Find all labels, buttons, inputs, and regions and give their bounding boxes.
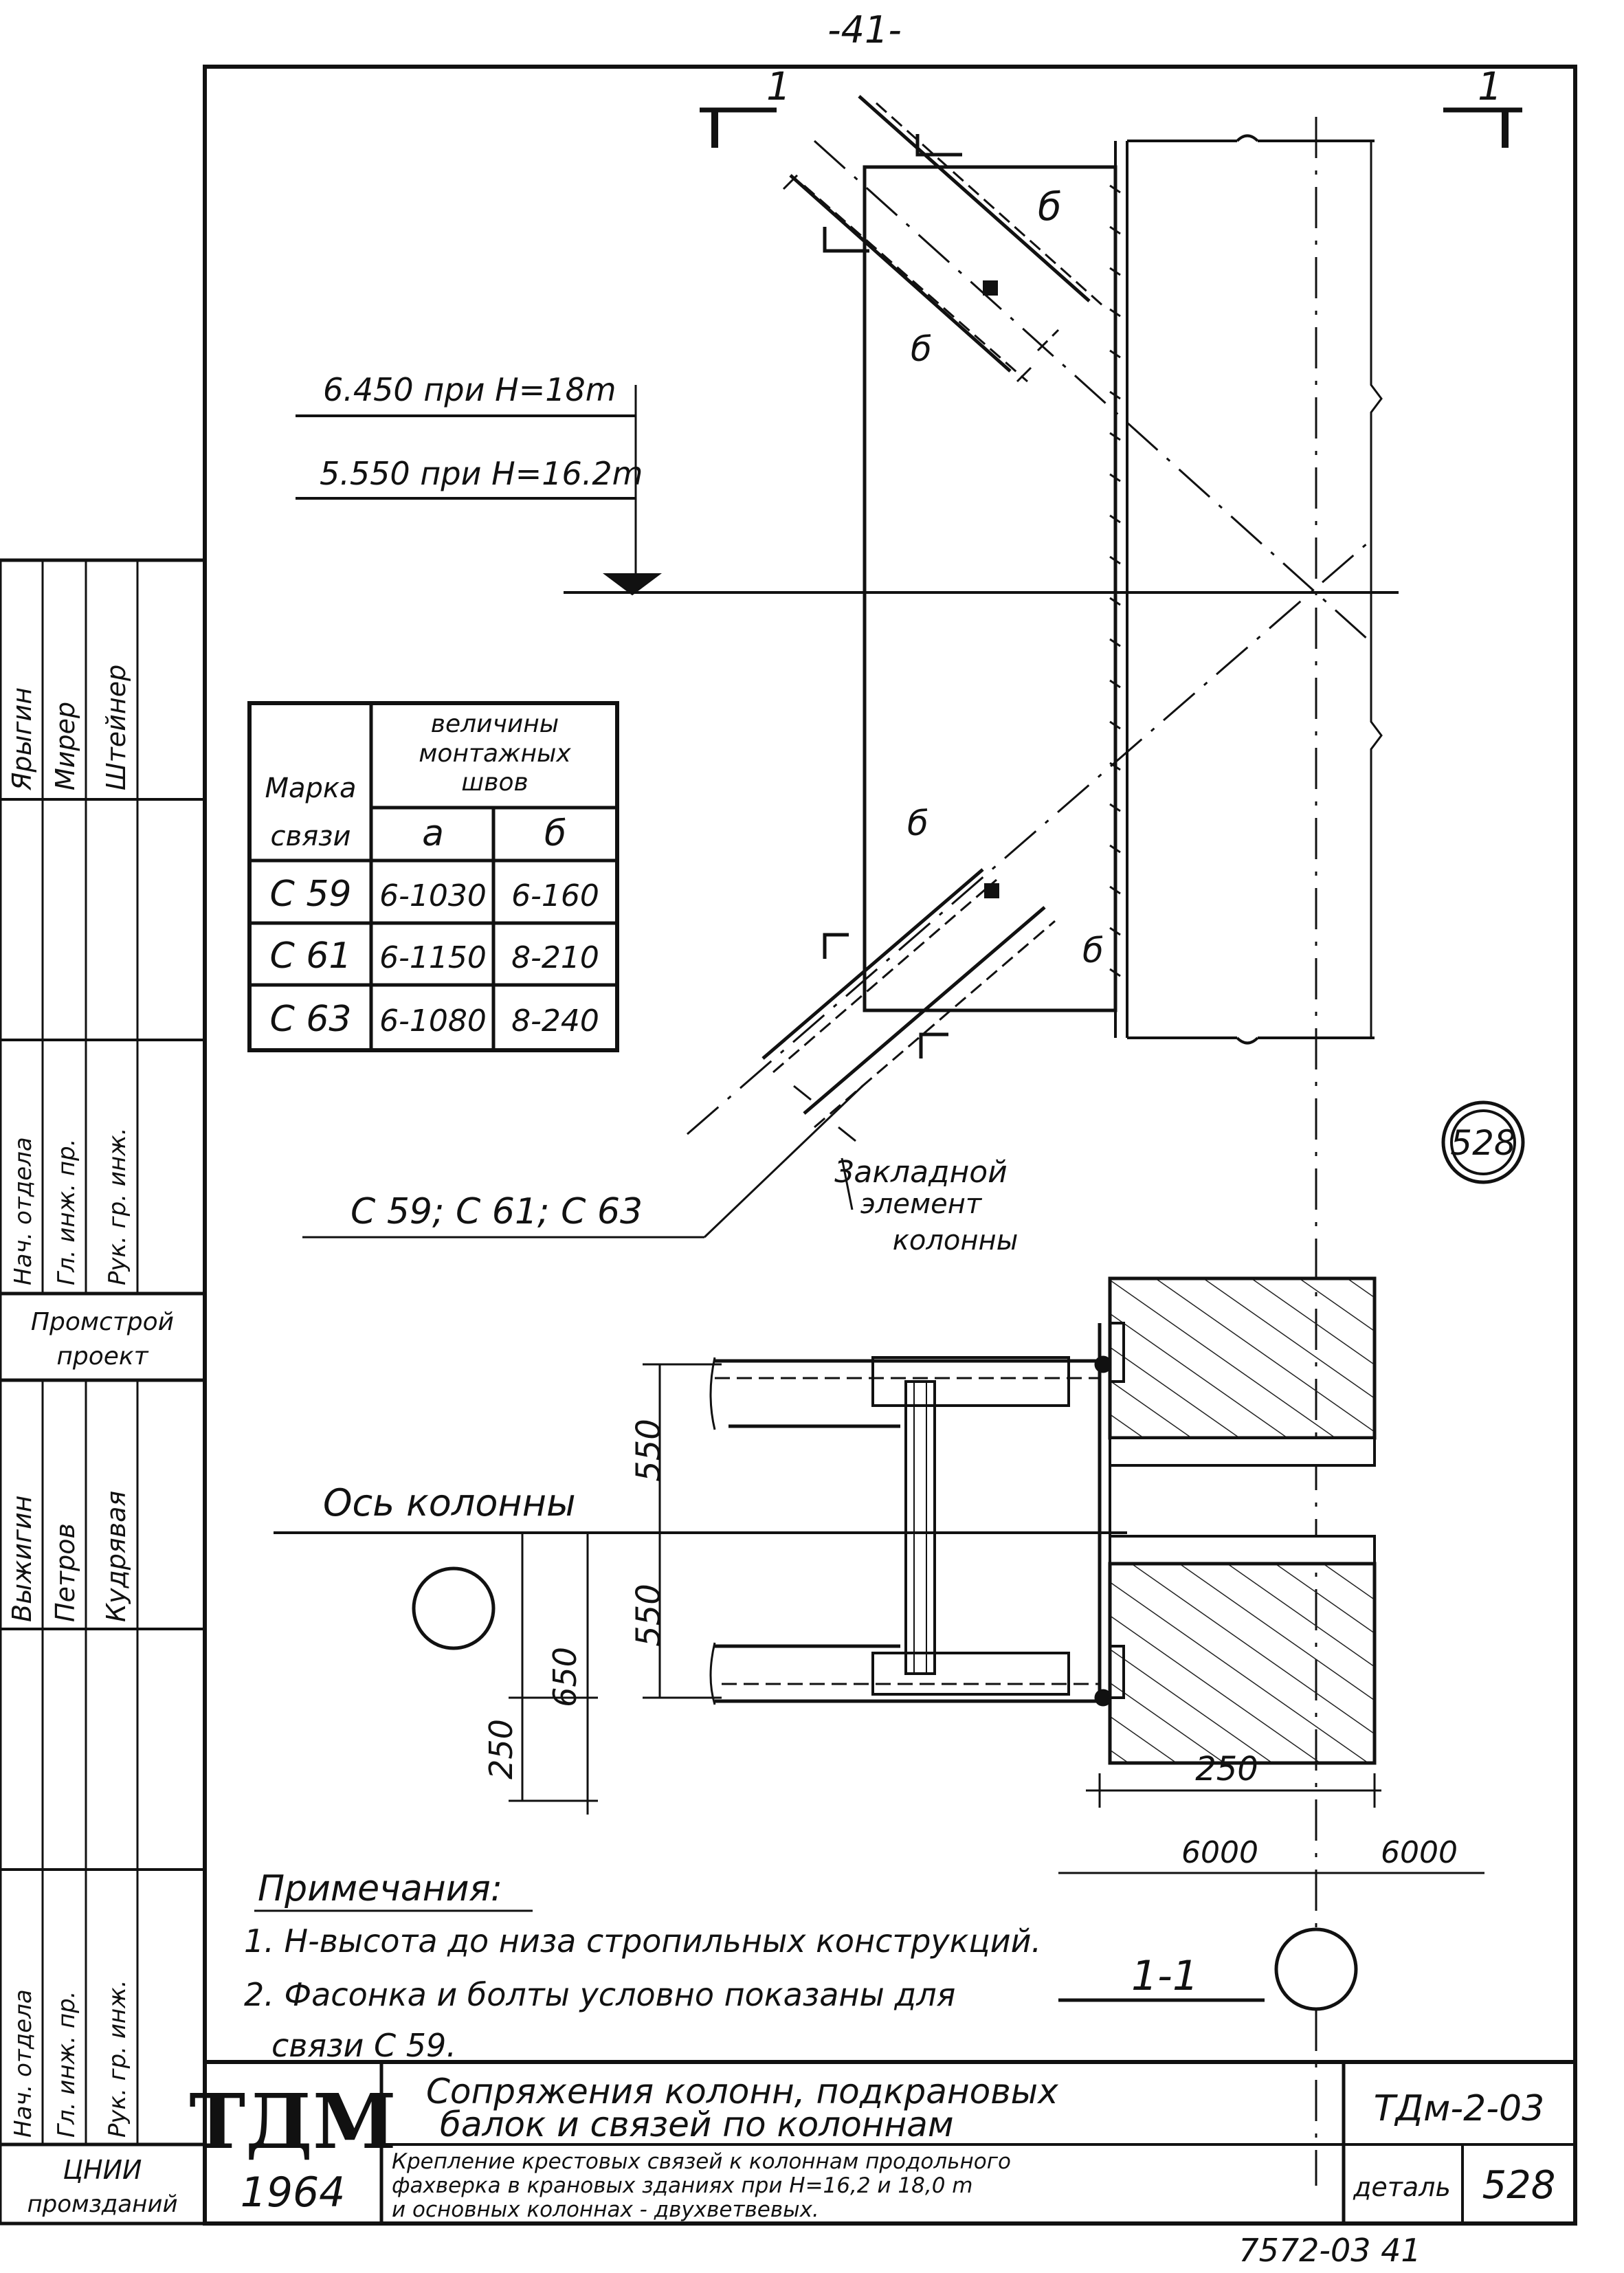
stamp-name-4: Выжигин (7, 1495, 37, 1622)
embedded-element-l2: элемент (860, 1188, 983, 1220)
weld-symbol-b-lower2: б (1082, 931, 1104, 971)
weld-table (247, 701, 619, 1052)
weld-symbol-b-upper: б (1038, 185, 1062, 230)
note-2a: 2. Фасонка и болты условно показаны для (244, 1976, 955, 2013)
notes-title: Примечания: (258, 1868, 502, 1909)
stamp-role-5: Гл. инж. пр. (53, 1991, 80, 2138)
stamp-name-2: Мирер (50, 702, 80, 790)
table-header-values-l2: монтажных (419, 740, 571, 768)
table-header-mark2: связи (271, 821, 351, 852)
axis-circle-bottom (1274, 1927, 1358, 2011)
section-1-1 (254, 1276, 1484, 2002)
elevation-label-2: 5.550 при H=16.2m (320, 455, 643, 492)
table-row-mark: C 59 (269, 874, 351, 915)
stamp-name-3: Штейнер (101, 665, 131, 790)
title-detail-label: деталь (1353, 2172, 1451, 2202)
section-mark-left: 1 (766, 65, 791, 109)
dim-6000-left: 6000 (1181, 1835, 1258, 1870)
table-header-values-l3: швов (461, 768, 528, 797)
title-code: ТДм-2-03 (1374, 2088, 1544, 2129)
table-col-b: б (544, 813, 566, 854)
table-row-mark: C 61 (269, 935, 351, 977)
upper-brace-detail (296, 95, 1522, 2186)
column-axis-label: Ось колонны (323, 1481, 576, 1524)
elevation-label-1: 6.450 при H=18m (323, 371, 616, 408)
stamp-role-1: Нач. отдела (10, 1137, 37, 1285)
brace-label: C 59; C 61; C 63 (351, 1191, 643, 1232)
stamp-institute-l2: промзданий (27, 2191, 177, 2218)
weld-symbol-b-upper2: б (911, 329, 932, 369)
dim-650: 650 (546, 1647, 583, 1707)
stamp-role-3: Рук. гр. инж. (104, 1127, 131, 1285)
footer-number: 7572-03 41 (1238, 2232, 1421, 2269)
stamp-institute-l1: ЦНИИ (63, 2155, 142, 2185)
table-row-b: 8-210 (511, 940, 599, 975)
stamp-dept-l1: Промстрой (31, 1308, 174, 1336)
lower-node (984, 883, 999, 898)
table-header-mark: Марка (265, 773, 356, 804)
subtitle-line-1: Крепление крестовых связей к колоннам пр… (392, 2149, 1011, 2174)
stamp-name-1: Ярыгин (7, 687, 37, 791)
stamp-name-5: Петров (50, 1523, 80, 1622)
note-2b: связи C 59. (271, 2027, 456, 2064)
stamp-role-6: Рук. гр. инж. (104, 1980, 131, 2138)
table-row-a: 6-1030 (379, 878, 487, 913)
table-row-b: 8-240 (511, 1004, 599, 1039)
embedded-element-l1: Закладной (834, 1155, 1008, 1190)
title-block (205, 2060, 1575, 2224)
table-row-a: 6-1080 (379, 1004, 487, 1039)
left-stamp (0, 558, 207, 2226)
title-detail-number: 528 (1482, 2163, 1556, 2208)
title-line-1: Сопряжения колонн, подкрановых (426, 2072, 1058, 2111)
stamp-role-4: Нач. отдела (10, 1989, 37, 2138)
axis-circle-left (412, 1566, 496, 1650)
section-label: 1-1 (1131, 1952, 1199, 2000)
detail-badge: 528 (1441, 1100, 1525, 1184)
table-row-mark: C 63 (269, 999, 351, 1040)
table-row-a: 6-1150 (379, 940, 487, 975)
detail-badge-number: 528 (1450, 1123, 1515, 1163)
section-mark-right: 1 (1478, 65, 1502, 109)
subtitle-line-3: и основных колоннах - двухветвевых. (392, 2197, 819, 2222)
title-year: 1964 (241, 2169, 346, 2217)
upper-node (983, 280, 998, 296)
subtitle-line-2: фахверка в крановых зданиях при H=16,2 и… (392, 2173, 973, 2198)
dim-250-vertical: 250 (482, 1719, 520, 1779)
page-number: -41- (827, 8, 902, 52)
dim-6000-right: 6000 (1381, 1835, 1458, 1870)
title-logo: ТДМ (189, 2077, 396, 2166)
dim-250-horizontal: 250 (1195, 1750, 1258, 1788)
embedded-element-l3: колонны (893, 1225, 1019, 1256)
weld-symbol-b-lower: б (907, 803, 928, 843)
dim-550-upper: 550 (630, 1419, 668, 1482)
stamp-dept-l2: проект (56, 1342, 148, 1371)
dim-550-lower: 550 (630, 1584, 668, 1647)
stamp-name-6: Кудрявая (101, 1491, 131, 1622)
title-line-2: балок и связей по колоннам (440, 2105, 954, 2144)
table-col-a: а (422, 813, 444, 854)
note-1: 1. H-высота до низа стропильных конструк… (244, 1922, 1041, 1960)
table-row-b: 6-160 (511, 878, 599, 913)
table-header-values-l1: величины (431, 710, 559, 738)
stamp-role-2: Гл. инж. пр. (53, 1139, 80, 1285)
